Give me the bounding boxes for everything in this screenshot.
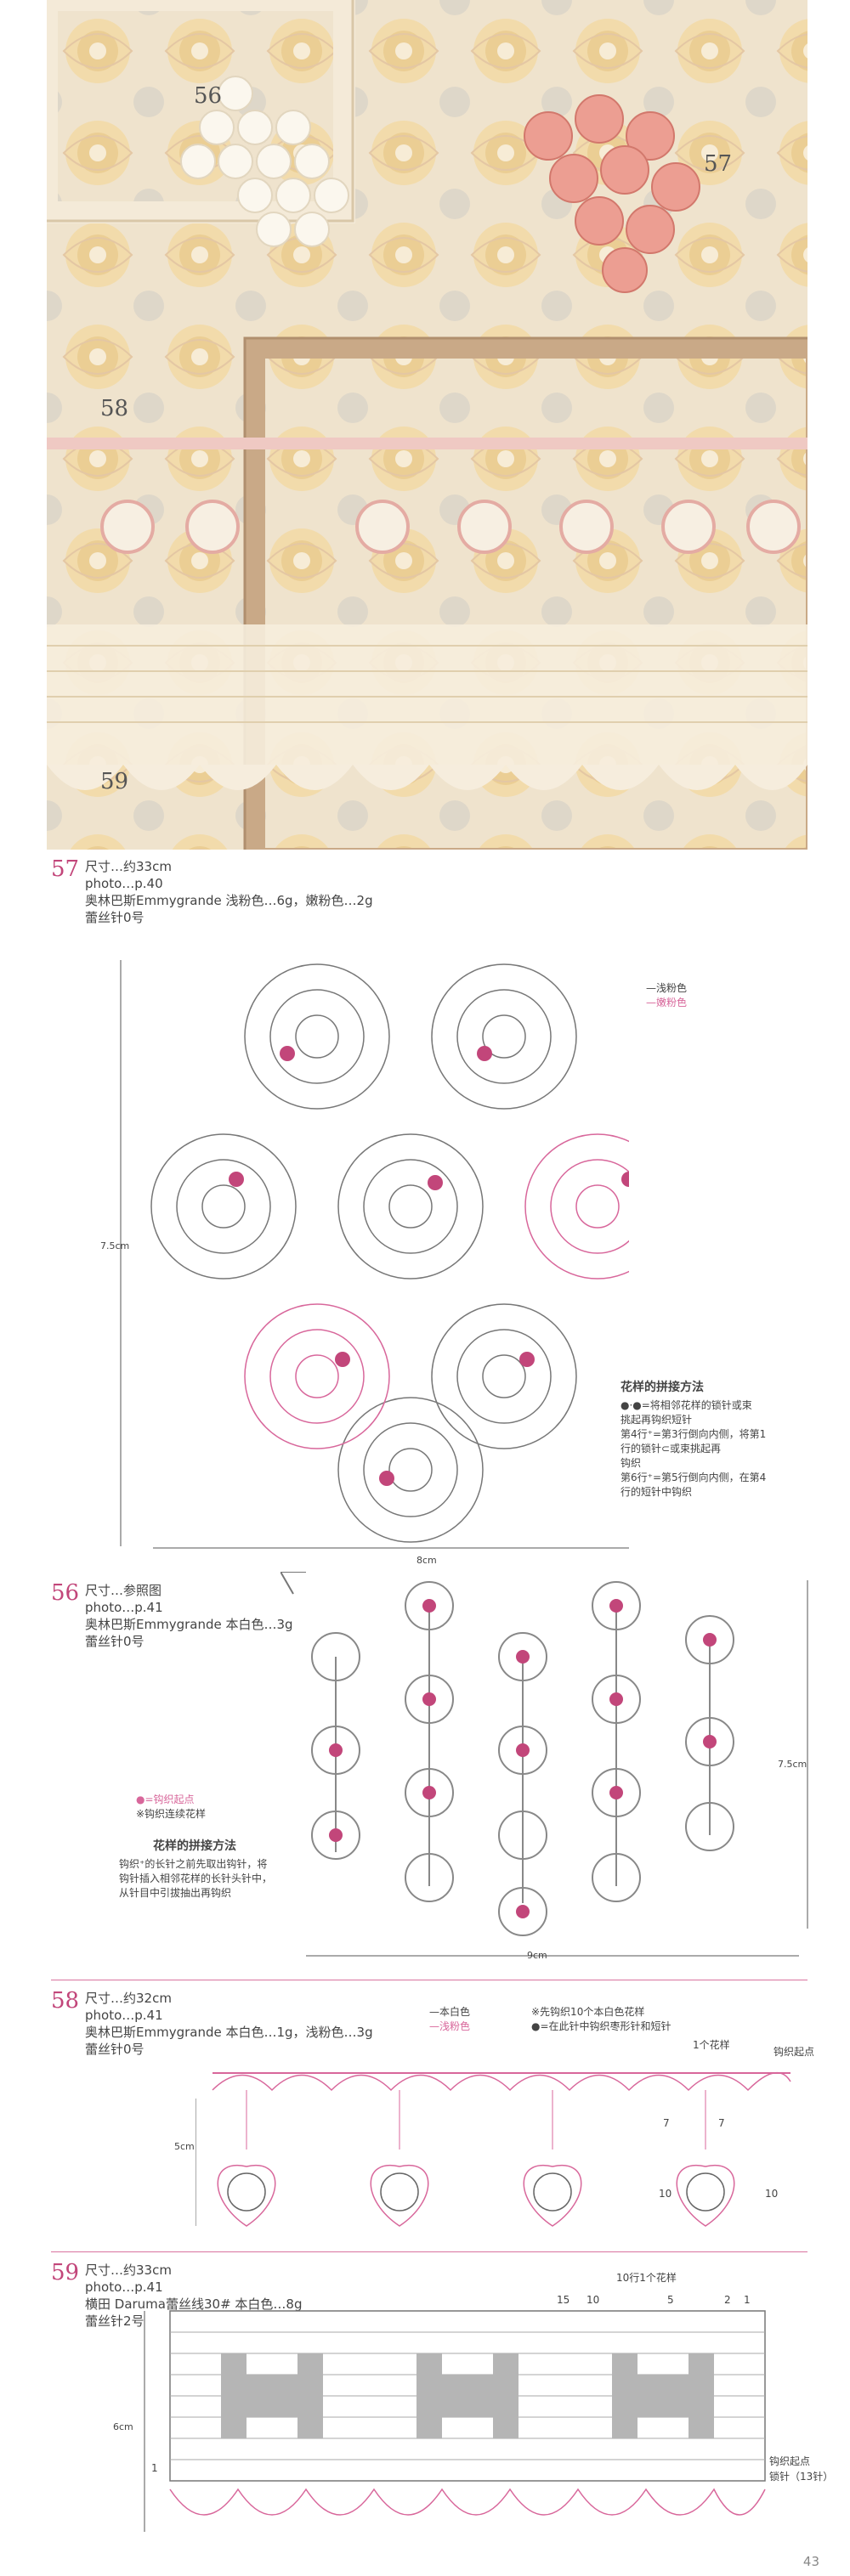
photo-label-58: 58 (100, 396, 129, 421)
spec-56-hook: 蕾丝针0号 (85, 1634, 144, 1649)
notes-58: ※先钩织10个本白色花样 ●=在此针中钩织枣形针和短针 (531, 2006, 672, 2032)
join-note-56: 花样的拼接方法 钩织⁺的长针之前先取出钩针，将 钩针插入相邻花样的长针头针中， … (119, 1839, 273, 1899)
dim-56-width: 9cm (527, 1950, 547, 1961)
spec-56-yarn: 奥林巴斯Emmygrande 本白色…3g (85, 1617, 293, 1632)
diagram-59 (144, 2310, 766, 2532)
spec-56-size: 尺寸…参照图 (85, 1583, 162, 1598)
join-title-57: 花样的拼接方法 (620, 1381, 704, 1394)
spec-57-yarn: 奥林巴斯Emmygrande 浅粉色…6g，嫩粉色…2g (85, 893, 373, 908)
spec-58-size: 尺寸…约32cm (85, 1991, 172, 2006)
spec-58: 尺寸…约32cm photo…p.41 奥林巴斯Emmygrande 本白色…1… (85, 1990, 373, 2058)
dim-57-height: 7.5cm (100, 1240, 130, 1251)
dim-56-height: 7.5cm (778, 1759, 808, 1770)
motif-57-pink-roses (524, 94, 700, 293)
spec-58-hook: 蕾丝针0号 (85, 2042, 144, 2057)
start-59: 钩织起点 (769, 2455, 811, 2467)
photo-illustration (47, 0, 808, 850)
dim-59-height: 6cm (113, 2421, 133, 2432)
spec-59-hook: 蕾丝针2号 (85, 2313, 144, 2329)
spec-59: 尺寸…约33cm photo…p.41 横田 Daruma蕾丝线30# 本白色…… (85, 2262, 302, 2330)
dim-57-width: 8cm (416, 1555, 437, 1566)
start-58: 钩织起点 (774, 2046, 815, 2058)
start-59-chain: 锁针（13针） (769, 2471, 834, 2483)
start-note-56: ●=钩织起点 ※钩织连续花样 (136, 1794, 207, 1820)
spec-59-size: 尺寸…约33cm (85, 2262, 172, 2278)
product-photo (47, 0, 808, 850)
motif-58-hearts (100, 500, 801, 554)
join-title-56: 花样的拼接方法 (153, 1839, 236, 1853)
legend-57-light: —浅粉色 (646, 982, 688, 994)
spec-59-photo: photo…p.41 (85, 2279, 163, 2295)
section-number-57: 57 (51, 856, 80, 882)
legend-57-pink: —嫩粉色 (646, 997, 688, 1008)
repeat-59: 10行1个花样 (616, 2272, 677, 2284)
section-number-58: 58 (51, 1988, 80, 2014)
photo-label-57: 57 (704, 151, 733, 177)
diagram-56 (280, 1572, 808, 1957)
spec-58-yarn: 奥林巴斯Emmygrande 本白色…1g，浅粉色…3g (85, 2025, 373, 2040)
spec-57-photo: photo…p.40 (85, 876, 163, 891)
page-number: 43 (802, 2554, 819, 2569)
one-pattern-58: 1个花样 (693, 2039, 730, 2051)
diagram-58 (196, 2071, 791, 2227)
spec-57: 尺寸…约33cm photo…p.40 奥林巴斯Emmygrande 浅粉色…6… (85, 858, 373, 926)
join-note-57: 花样的拼接方法 ●·●=将相邻花样的锁针或束 挑起再钩织短针 第4行⁺=第3行倒… (620, 1381, 767, 1498)
diagram-57 (120, 960, 629, 1549)
dim-58-height: 5cm (174, 2141, 195, 2152)
spec-56: 尺寸…参照图 photo…p.41 奥林巴斯Emmygrande 本白色…3g … (85, 1582, 293, 1650)
section-divider-2 (51, 2251, 808, 2252)
spec-59-yarn: 横田 Daruma蕾丝线30# 本白色…8g (85, 2296, 303, 2312)
spec-56-photo: photo…p.41 (85, 1600, 163, 1615)
photo-label-59: 59 (100, 769, 129, 794)
motif-56-white (180, 76, 349, 247)
spec-57-hook: 蕾丝针0号 (85, 910, 144, 925)
photo-label-56: 56 (194, 83, 223, 109)
spec-57-size: 尺寸…约33cm (85, 859, 172, 874)
spec-58-photo: photo…p.41 (85, 2008, 163, 2023)
section-number-59: 59 (51, 2260, 80, 2285)
legend-58: —本白色 —浅粉色 (429, 2006, 471, 2032)
legend-57: —浅粉色 —嫩粉色 (646, 981, 687, 1010)
section-number-56: 56 (51, 1580, 80, 1606)
